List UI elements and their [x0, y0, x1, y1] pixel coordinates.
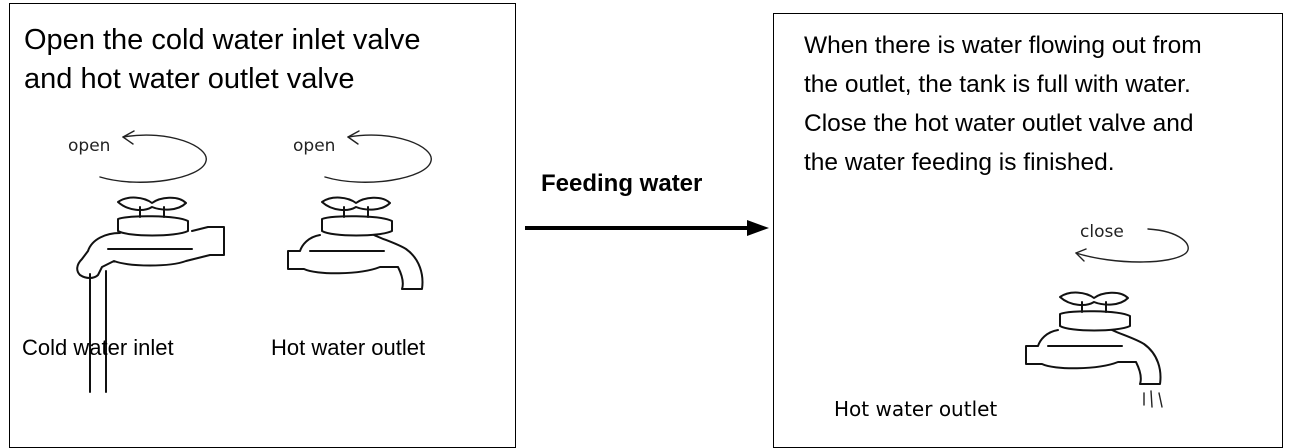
- feeding-water-arrow-icon: [525, 220, 769, 236]
- left-instruction-text: Open the cold water inlet valve and hot …: [24, 21, 421, 99]
- right-step-panel: When there is water flowing out from the…: [773, 13, 1283, 448]
- cold-water-inlet-faucet-icon: open: [68, 130, 225, 393]
- left-instruction-line-2: and hot water outlet valve: [24, 63, 355, 95]
- right-instruction-text: When there is water flowing out from the…: [804, 26, 1202, 182]
- close-rotation-arrow-icon: [1075, 228, 1189, 263]
- faucet1-rotation-arrow-icon: [99, 134, 207, 183]
- right-instruction-line-4: the water feeding is finished.: [804, 149, 1115, 176]
- right-instruction-line-3: Close the hot water outlet valve and: [804, 110, 1194, 137]
- right-faucet-illustration: close: [1025, 222, 1189, 408]
- faucet1-turn-label: open: [68, 136, 110, 156]
- faucet2-rotation-arrow-icon: [324, 134, 432, 183]
- faucet2-turn-label: open: [293, 136, 335, 156]
- hot-water-outlet-faucet-icon: open: [287, 130, 432, 290]
- feeding-water-label: Feeding water: [541, 170, 703, 197]
- left-faucet-illustrations: open open: [68, 130, 432, 393]
- left-step-panel: Open the cold water inlet valve and hot …: [9, 3, 516, 448]
- left-instruction-line-1: Open the cold water inlet valve: [24, 24, 421, 56]
- close-turn-label: close: [1080, 222, 1124, 242]
- hot-water-outlet-caption: Hot water outlet: [271, 335, 426, 360]
- hot-water-outlet-closing-faucet-icon: close: [1025, 222, 1189, 408]
- right-instruction-line-1: When there is water flowing out from: [804, 32, 1202, 59]
- cold-water-inlet-caption: Cold water inlet: [22, 335, 174, 360]
- right-instruction-line-2: the outlet, the tank is full with water.: [804, 71, 1191, 98]
- hot-water-outlet-caption: Hot water outlet: [834, 397, 998, 421]
